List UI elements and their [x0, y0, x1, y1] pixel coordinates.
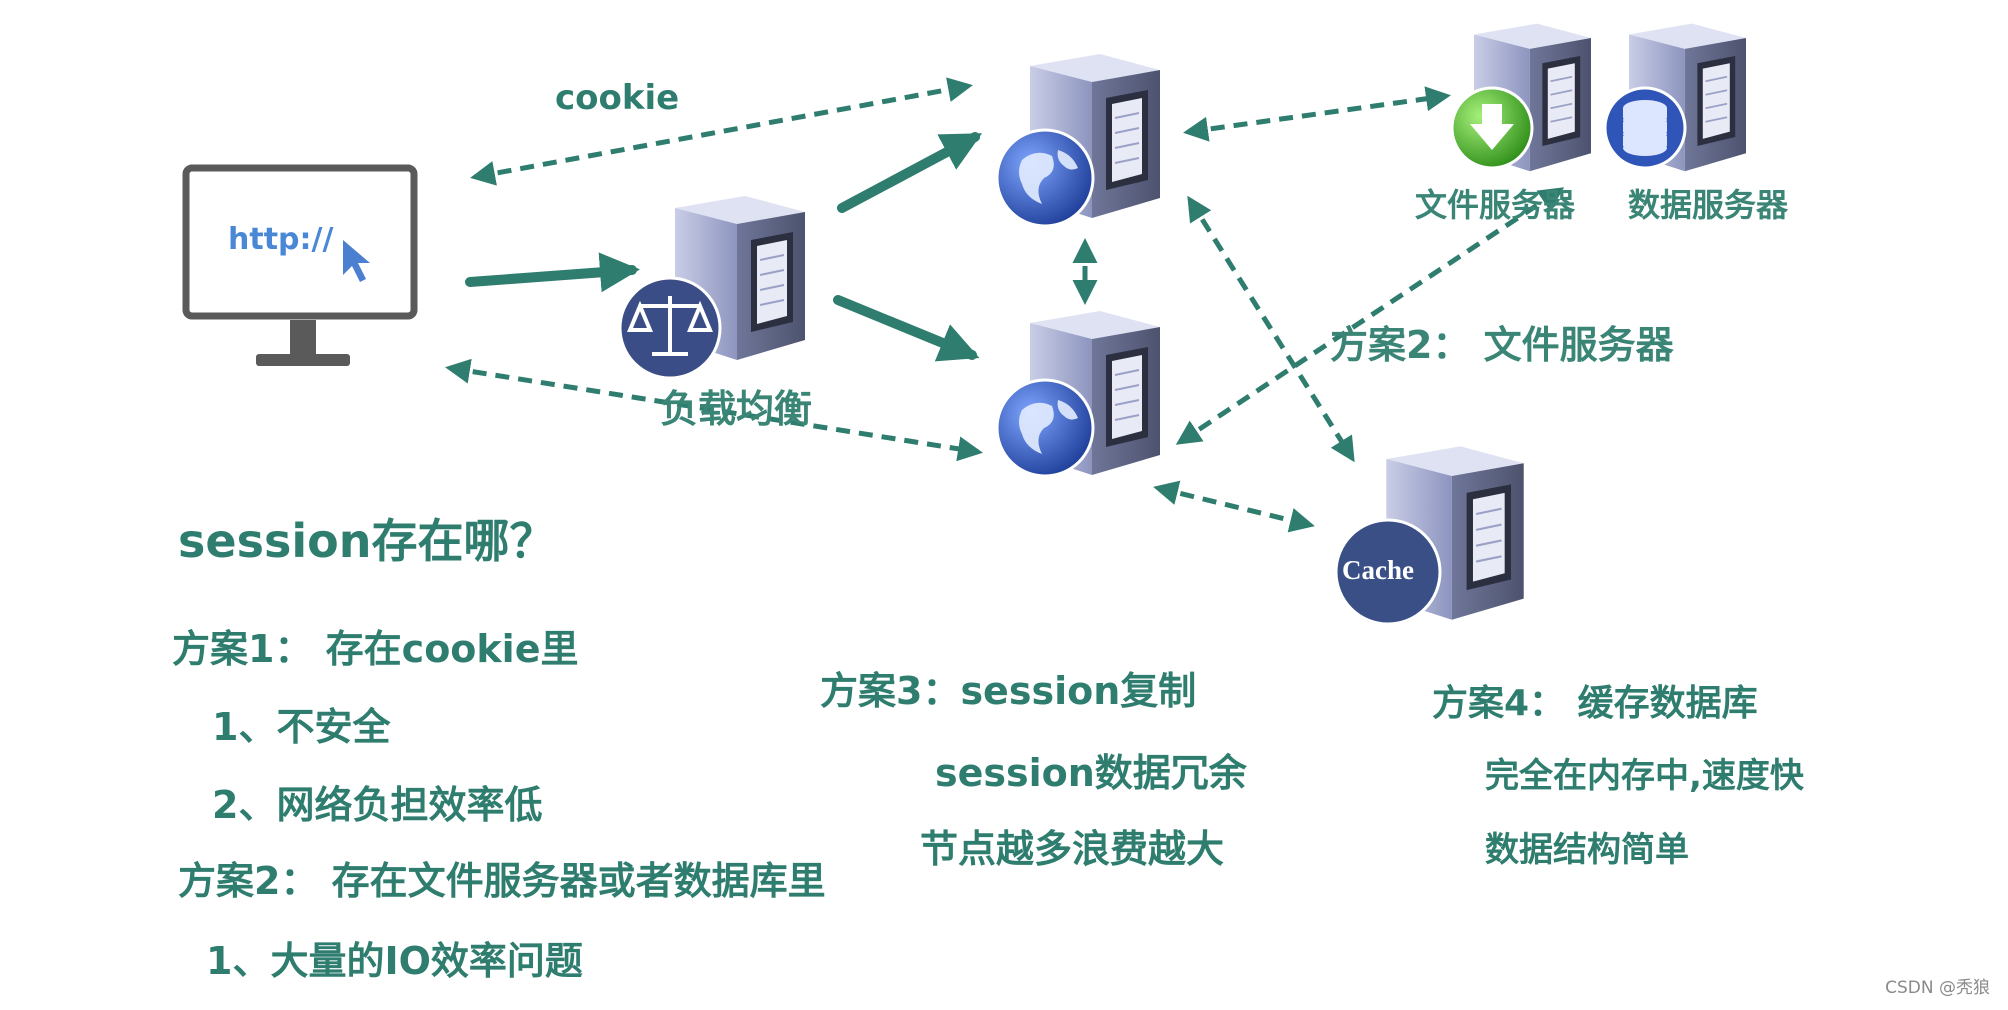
scheme4-heading: 方案4： 缓存数据库: [1432, 683, 1758, 724]
download-arrow-icon: [1470, 104, 1514, 150]
database-cylinder-icon: [1623, 100, 1667, 156]
cookie-label: cookie: [555, 78, 680, 118]
web-server-2-icon: [995, 310, 1161, 478]
scheme2-heading: 方案2： 存在文件服务器或者数据库里: [178, 859, 826, 903]
file-server-label: 文件服务器: [1415, 186, 1576, 224]
globe-icon: [995, 128, 1095, 228]
scheme3-heading: 方案3：session复制: [820, 669, 1197, 713]
database-server-icon: [1603, 22, 1747, 173]
web-server-1-icon: [995, 53, 1161, 228]
file-server-icon: [1450, 22, 1592, 173]
load-balancer-label: 负载均衡: [660, 387, 813, 431]
notes-title: session存在哪？: [178, 514, 556, 568]
sync-dashed-arrows: [445, 77, 1565, 533]
scheme3-item-2: 节点越多浪费越大: [920, 827, 1225, 871]
scheme1-item-2: 2、网络负担效率低: [212, 783, 543, 827]
cache-badge-label: Cache: [1342, 555, 1414, 585]
db-server-label: 数据服务器: [1628, 186, 1789, 224]
cache-server-icon: [1334, 445, 1525, 626]
scheme2-item-1: 1、大量的IO效率问题: [206, 939, 583, 983]
scheme3-item-1: session数据冗余: [935, 751, 1247, 795]
globe-icon: [995, 378, 1095, 478]
load-balancer-server-icon: [618, 195, 806, 380]
scheme4-item-2: 数据结构简单: [1485, 830, 1689, 870]
scheme2-arrow-label: 方案2： 文件服务器: [1330, 323, 1674, 367]
balance-scale-icon: [627, 296, 713, 356]
browser-url-text: http://: [228, 222, 334, 257]
mouse-cursor-icon: [343, 240, 370, 282]
scheme4-item-1: 完全在内存中,速度快: [1485, 756, 1804, 796]
browser-monitor-icon: [182, 164, 418, 366]
scheme1-item-1: 1、不安全: [212, 705, 391, 749]
scheme1-heading: 方案1： 存在cookie里: [172, 627, 579, 671]
watermark: CSDN @秃狼: [1885, 978, 1990, 998]
